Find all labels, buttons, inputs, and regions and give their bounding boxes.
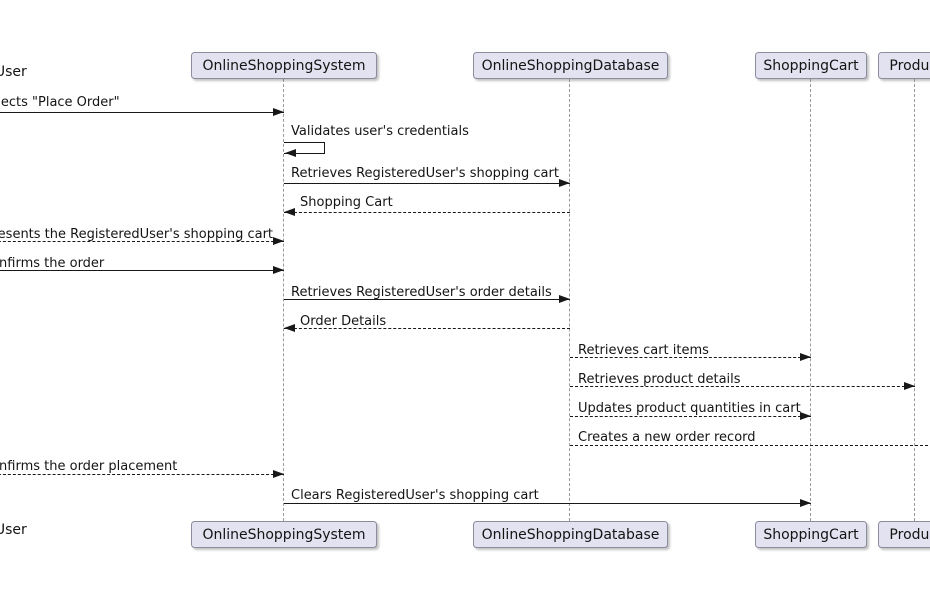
participant-top-online-shopping-system: OnlineShoppingSystem <box>191 52 377 79</box>
message-label-creates-order-record: Creates a new order record <box>578 430 756 445</box>
arrowhead-icon <box>904 382 915 390</box>
arrowhead-icon <box>284 208 295 216</box>
participant-bottom-online-shopping-system: OnlineShoppingSystem <box>191 521 377 548</box>
message-arrow-presents-shopping-cart <box>0 241 284 242</box>
arrowhead-icon <box>273 266 284 274</box>
lifeline-shopping-cart <box>810 79 811 521</box>
arrowhead-icon <box>273 470 284 478</box>
message-label-presents-shopping-cart: Presents the RegisteredUser's shopping c… <box>0 227 274 242</box>
message-arrow-retrieves-shopping-cart <box>284 183 570 184</box>
message-label-retrieves-product-details: Retrieves product details <box>578 372 741 387</box>
message-arrow-clears-shopping-cart <box>284 503 811 504</box>
message-arrow-confirms-order-placement <box>0 474 284 475</box>
message-label-validates-credentials: Validates user's credentials <box>291 124 469 139</box>
arrowhead-icon <box>800 499 811 507</box>
message-arrow-creates-order-record <box>570 445 930 446</box>
message-label-retrieves-order-details: Retrieves RegisteredUser's order details <box>291 285 552 300</box>
participant-top-shopping-cart: ShoppingCart <box>755 52 867 79</box>
message-label-clears-shopping-cart: Clears RegisteredUser's shopping cart <box>291 488 539 503</box>
message-label-retrieves-shopping-cart: Retrieves RegisteredUser's shopping cart <box>291 166 559 181</box>
message-arrow-retrieves-order-details <box>284 299 570 300</box>
arrowhead-icon <box>559 179 570 187</box>
arrowhead-icon <box>284 324 295 332</box>
arrowhead-icon <box>273 237 284 245</box>
message-arrow-selects-place-order <box>0 112 284 113</box>
message-label-updates-quantities: Updates product quantities in cart <box>578 401 801 416</box>
message-arrow-shopping-cart-return <box>284 212 570 213</box>
arrowhead-icon <box>285 149 296 157</box>
message-label-order-details-return: Order Details <box>300 314 387 329</box>
arrowhead-icon <box>800 353 811 361</box>
actor-label-registered-user-bottom: RegisteredUser <box>0 522 27 538</box>
arrowhead-icon <box>800 412 811 420</box>
arrowhead-icon <box>559 295 570 303</box>
message-arrow-order-details-return <box>284 328 570 329</box>
participant-top-product: Product <box>878 52 930 79</box>
message-arrow-confirms-order <box>0 270 284 271</box>
message-arrow-retrieves-product-details <box>570 386 915 387</box>
message-arrow-retrieves-cart-items <box>570 357 811 358</box>
participant-bottom-product: Product <box>878 521 930 548</box>
message-arrow-updates-quantities <box>570 416 811 417</box>
participant-bottom-online-shopping-database: OnlineShoppingDatabase <box>473 521 668 548</box>
lifeline-product <box>914 79 915 521</box>
lifeline-online-shopping-system <box>283 79 284 521</box>
participant-bottom-shopping-cart: ShoppingCart <box>755 521 867 548</box>
participant-top-online-shopping-database: OnlineShoppingDatabase <box>473 52 668 79</box>
message-label-confirms-order: Confirms the order <box>0 256 105 271</box>
message-label-retrieves-cart-items: Retrieves cart items <box>578 343 709 358</box>
actor-label-registered-user-top: RegisteredUser <box>0 64 27 80</box>
message-label-selects-place-order: Selects "Place Order" <box>0 95 120 110</box>
message-label-confirms-order-placement: Confirms the order placement <box>0 459 178 474</box>
self-message-arrow-validates-credentials <box>284 142 325 154</box>
message-label-shopping-cart-return: Shopping Cart <box>300 195 393 210</box>
arrowhead-icon <box>273 108 284 116</box>
